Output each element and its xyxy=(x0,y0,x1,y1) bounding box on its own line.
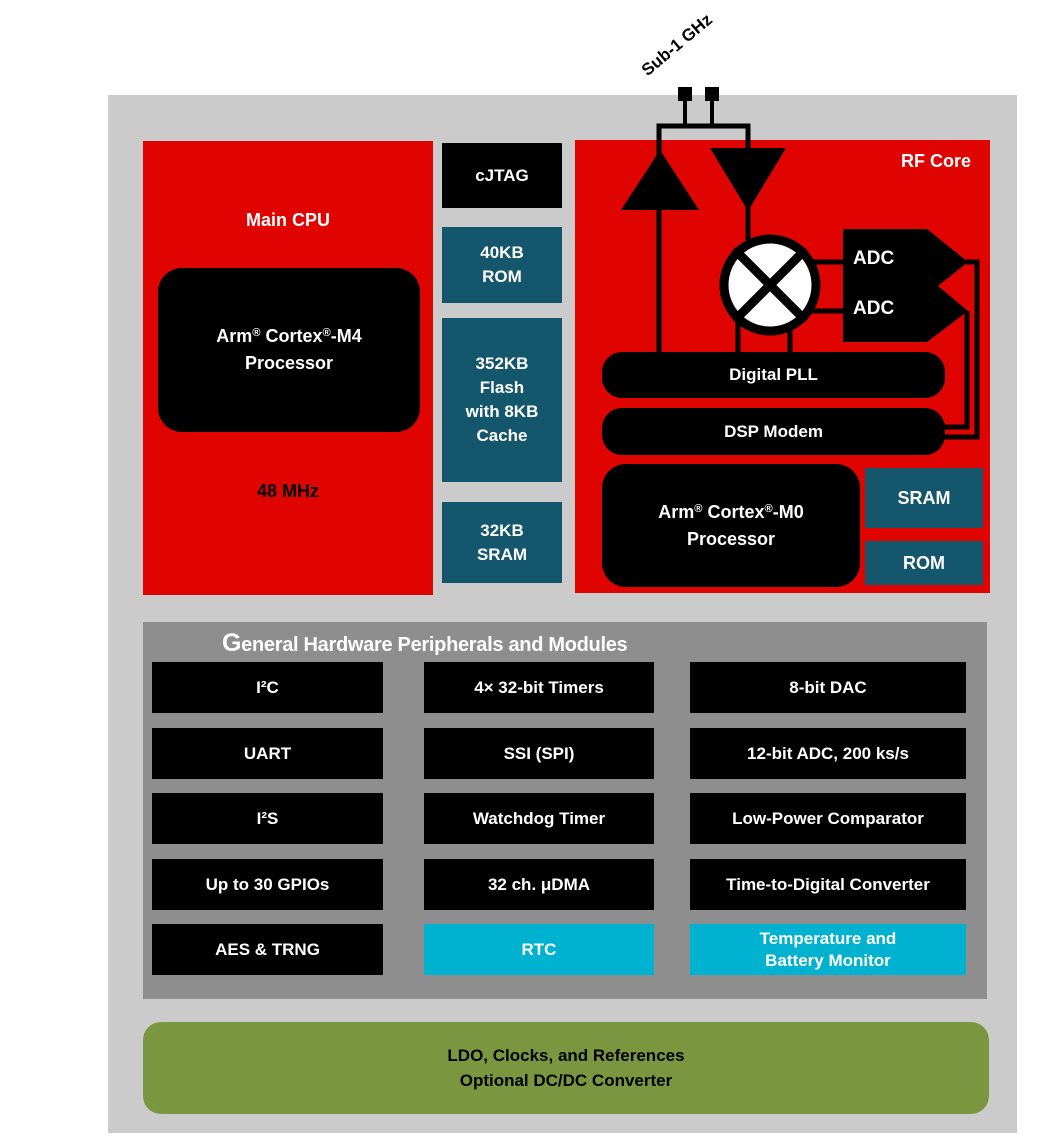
peripheral-udma: 32 ch. μDMA xyxy=(424,859,654,910)
peripherals-panel: General Hardware Peripherals and Modules… xyxy=(143,622,987,999)
cpu-clock-label: 48 MHz xyxy=(256,481,319,501)
adc-q-label: ADC xyxy=(853,298,895,319)
peripheral-temp-battery: Temperature and Battery Monitor xyxy=(690,924,966,975)
peripheral-rtc: RTC xyxy=(424,924,654,975)
dsp-modem-box: DSP Modem xyxy=(602,408,945,455)
peripheral-timers: 4× 32-bit Timers xyxy=(424,662,654,713)
rf-core-title: RF Core xyxy=(900,151,971,171)
flash-352kb-box: 352KB Flash with 8KB Cache xyxy=(442,318,562,482)
peripheral-dac: 8-bit DAC xyxy=(690,662,966,713)
rf-rom-box: ROM xyxy=(865,541,983,585)
peripheral-uart: UART xyxy=(152,728,383,779)
peripheral-aes-trng: AES & TRNG xyxy=(152,924,383,975)
rom-40kb-box: 40KB ROM xyxy=(442,227,562,303)
cortex-m0-processor-box: Arm® Cortex®-M0 Processor xyxy=(602,464,860,587)
registered-mark: ® xyxy=(694,502,703,515)
sram-32kb-box: 32KB SRAM xyxy=(442,502,562,583)
rf-core-block: RF Core Digital PLL DSP Modem Arm® Corte… xyxy=(575,140,990,593)
proc-line2: Processor xyxy=(686,528,776,549)
peripheral-watchdog: Watchdog Timer xyxy=(424,793,654,844)
peripheral-tdc: Time-to-Digital Converter xyxy=(690,859,966,910)
peripheral-i2c: I²C xyxy=(152,662,383,713)
cortex-m4-label: Arm® Cortex®-M4 Processor xyxy=(216,323,362,377)
peripheral-gpio: Up to 30 GPIOs xyxy=(152,859,383,910)
rf-sram-box: SRAM xyxy=(865,468,983,528)
peripheral-adc: 12-bit ADC, 200 ks/s xyxy=(690,728,966,779)
main-cpu-title: Main CPU xyxy=(245,210,330,230)
registered-mark: ® xyxy=(322,326,331,339)
peripheral-i2s: I²S xyxy=(152,793,383,844)
peripheral-comparator: Low-Power Comparator xyxy=(690,793,966,844)
digital-pll-box: Digital PLL xyxy=(602,352,945,398)
registered-mark: ® xyxy=(252,326,261,339)
antenna-band-label: Sub-1 GHz xyxy=(637,9,716,80)
adc-i-label: ADC xyxy=(853,248,895,269)
proc-name: Arm® Cortex®-M0 xyxy=(658,501,804,522)
cjtag-box: cJTAG xyxy=(442,143,562,208)
peripherals-title: General Hardware Peripherals and Modules xyxy=(222,629,628,657)
main-cpu-block: Main CPU Arm® Cortex®-M4 Processor 48 MH… xyxy=(143,141,433,595)
power-ldo-block: LDO, Clocks, and References Optional DC/… xyxy=(143,1022,989,1114)
proc-line2: Processor xyxy=(244,353,334,373)
proc-name: Arm® Cortex®-M4 xyxy=(216,326,362,346)
registered-mark: ® xyxy=(764,502,773,515)
cortex-m4-processor-box: Arm® Cortex®-M4 Processor xyxy=(158,268,420,432)
cortex-m0-label: Arm® Cortex®-M0 Processor xyxy=(658,499,804,553)
peripheral-ssi-spi: SSI (SPI) xyxy=(424,728,654,779)
